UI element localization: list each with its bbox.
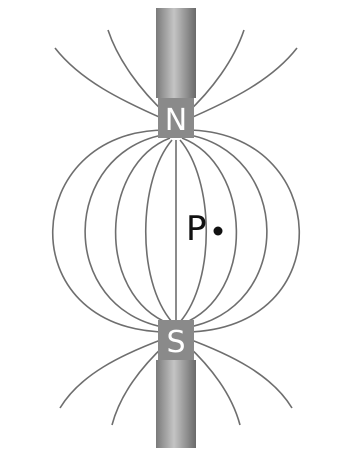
loop-left-2 [84,133,169,329]
top-field-line-left-inner [107,29,167,115]
top-field-line-right-inner [185,29,245,115]
point-p-dot [213,226,223,236]
bottom-field-line-right-outer [185,337,293,409]
point-p: P [186,209,223,249]
loop-left-4 [145,139,173,323]
bottom-field-line-right-inner [185,343,241,426]
loop-left-1 [52,129,167,333]
bottom-field-line-left-outer [59,337,167,409]
rod-bottom-segment [156,360,196,448]
loop-right-3 [181,137,238,325]
top-field-line-right-outer [185,47,298,121]
south-pole-label: S [166,325,185,360]
loop-right-2 [183,133,268,329]
bottom-field-line-left-inner [111,343,167,426]
pole-loops [52,129,300,333]
north-pole-block [158,98,194,138]
north-pole-label: N [165,103,187,138]
loop-left-3 [114,137,171,325]
south-pole-block [158,320,194,360]
loop-right-1 [185,129,300,333]
bottom-field-lines [59,337,293,426]
magnet-rod: N S [156,8,196,448]
loop-right-4 [179,139,207,323]
top-field-lines [54,29,298,121]
point-p-label: P [186,209,207,249]
top-field-line-left-outer [54,47,167,121]
rod-top-segment [156,8,196,98]
